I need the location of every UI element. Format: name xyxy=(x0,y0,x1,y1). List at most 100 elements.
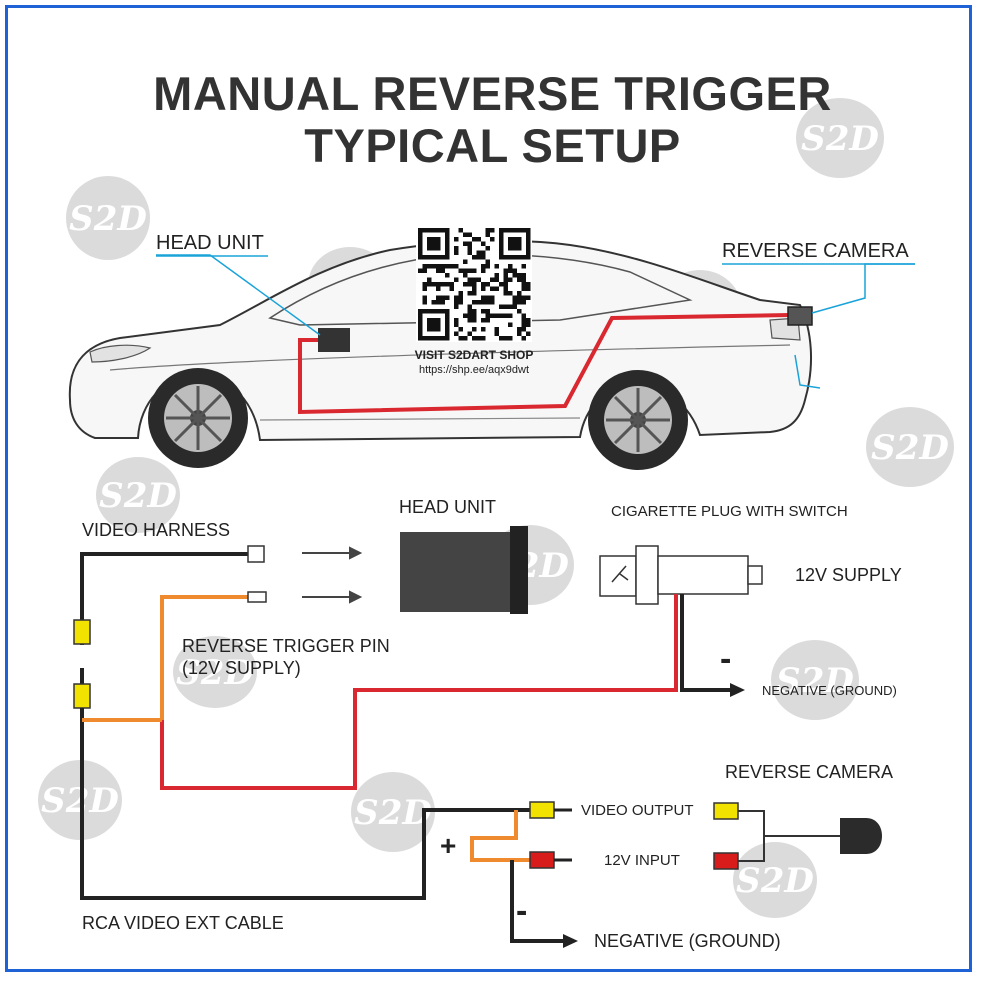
qr-module xyxy=(467,331,472,336)
qr-module xyxy=(521,327,526,332)
qr-module xyxy=(476,237,481,242)
qr-module xyxy=(481,309,486,314)
qr-module xyxy=(481,282,486,287)
qr-module xyxy=(490,228,495,233)
qr-module xyxy=(418,268,423,273)
label-rca-video-cable: RCA VIDEO EXT CABLE xyxy=(82,913,284,933)
qr-module xyxy=(526,282,531,287)
qr-module xyxy=(485,232,490,237)
qr-module xyxy=(526,331,531,336)
qr-module xyxy=(521,318,526,323)
qr-module xyxy=(481,268,486,273)
qr-module xyxy=(476,255,481,260)
qr-module xyxy=(431,264,436,269)
qr-module xyxy=(463,273,468,278)
qr-module xyxy=(517,295,522,300)
qr-module xyxy=(467,309,472,314)
qr-module xyxy=(454,246,459,251)
qr-module xyxy=(494,273,499,278)
qr-module xyxy=(485,282,490,287)
qr-module xyxy=(422,300,427,305)
qr-module xyxy=(481,300,486,305)
qr-module xyxy=(445,282,450,287)
rca-yellow-socket xyxy=(73,619,91,645)
qr-module xyxy=(458,268,463,273)
qr-module xyxy=(427,264,432,269)
qr-module xyxy=(508,322,513,327)
qr-module xyxy=(503,268,508,273)
qr-module xyxy=(454,250,459,255)
qr-module xyxy=(526,318,531,323)
head-unit-box xyxy=(400,532,512,612)
qr-module xyxy=(503,273,508,278)
label-video-output: VIDEO OUTPUT xyxy=(581,802,694,819)
camera-lead-lower xyxy=(738,836,765,862)
qr-module xyxy=(521,300,526,305)
qr-module xyxy=(454,304,459,309)
trigger-pin-plug xyxy=(247,591,267,603)
minus-sign-lower: - xyxy=(516,892,528,930)
qr-url[interactable]: https://shp.ee/aqx9dwt xyxy=(418,364,530,376)
qr-module xyxy=(472,286,477,291)
qr-module xyxy=(512,295,517,300)
qr-module xyxy=(449,286,454,291)
rca-video-cable xyxy=(80,708,530,900)
arrow-head xyxy=(349,546,363,560)
rear-wheel xyxy=(588,370,688,470)
qr-module xyxy=(422,282,427,287)
qr-module xyxy=(490,286,495,291)
watermark-text: S2D xyxy=(69,199,147,239)
qr-module xyxy=(499,336,504,341)
power-feed-wire xyxy=(470,810,530,862)
qr-module xyxy=(440,268,445,273)
qr-module xyxy=(467,250,472,255)
arrow-head xyxy=(349,590,363,604)
trigger-pin-wire xyxy=(160,595,248,720)
qr-module xyxy=(499,282,504,287)
qr-module xyxy=(431,282,436,287)
qr-module xyxy=(467,246,472,251)
bumper-leader xyxy=(794,354,821,389)
outer-border xyxy=(5,5,972,972)
qr-module xyxy=(463,241,468,246)
watermark-blob xyxy=(796,98,884,178)
car-head-unit xyxy=(318,328,350,352)
qr-module xyxy=(512,304,517,309)
qr-module xyxy=(436,286,441,291)
label-12v-input: 12V INPUT xyxy=(604,852,680,869)
headlight xyxy=(89,344,152,363)
qr-module xyxy=(503,313,508,318)
qr-module xyxy=(454,295,459,300)
label-12v-supply: 12V SUPPLY xyxy=(795,565,902,585)
qr-module xyxy=(481,295,486,300)
qr-module xyxy=(436,282,441,287)
qr-module xyxy=(476,277,481,282)
qr-module xyxy=(422,295,427,300)
qr-module xyxy=(436,295,441,300)
qr-module xyxy=(521,336,526,341)
qr-module xyxy=(463,268,468,273)
qr-module xyxy=(422,286,427,291)
qr-module xyxy=(463,282,468,287)
car-crease xyxy=(109,344,791,371)
qr-module xyxy=(467,241,472,246)
qr-module xyxy=(436,268,441,273)
qr-module xyxy=(472,277,477,282)
head-unit-faceplate xyxy=(510,526,528,614)
qr-module xyxy=(481,250,486,255)
qr-module xyxy=(508,304,513,309)
qr-module xyxy=(503,336,508,341)
qr-module xyxy=(503,304,508,309)
ground-arrow-upper xyxy=(730,683,745,697)
plus-sign: + xyxy=(440,830,457,861)
qr-module xyxy=(499,304,504,309)
qr-module xyxy=(481,264,486,269)
qr-module xyxy=(476,300,481,305)
qr-module xyxy=(445,273,450,278)
qr-module xyxy=(454,237,459,242)
qr-module xyxy=(463,313,468,318)
label-reverse-trigger-pin: REVERSE TRIGGER PIN xyxy=(182,636,390,656)
qr-module xyxy=(490,295,495,300)
qr-caption: VISIT S2DART SHOP xyxy=(414,348,534,362)
